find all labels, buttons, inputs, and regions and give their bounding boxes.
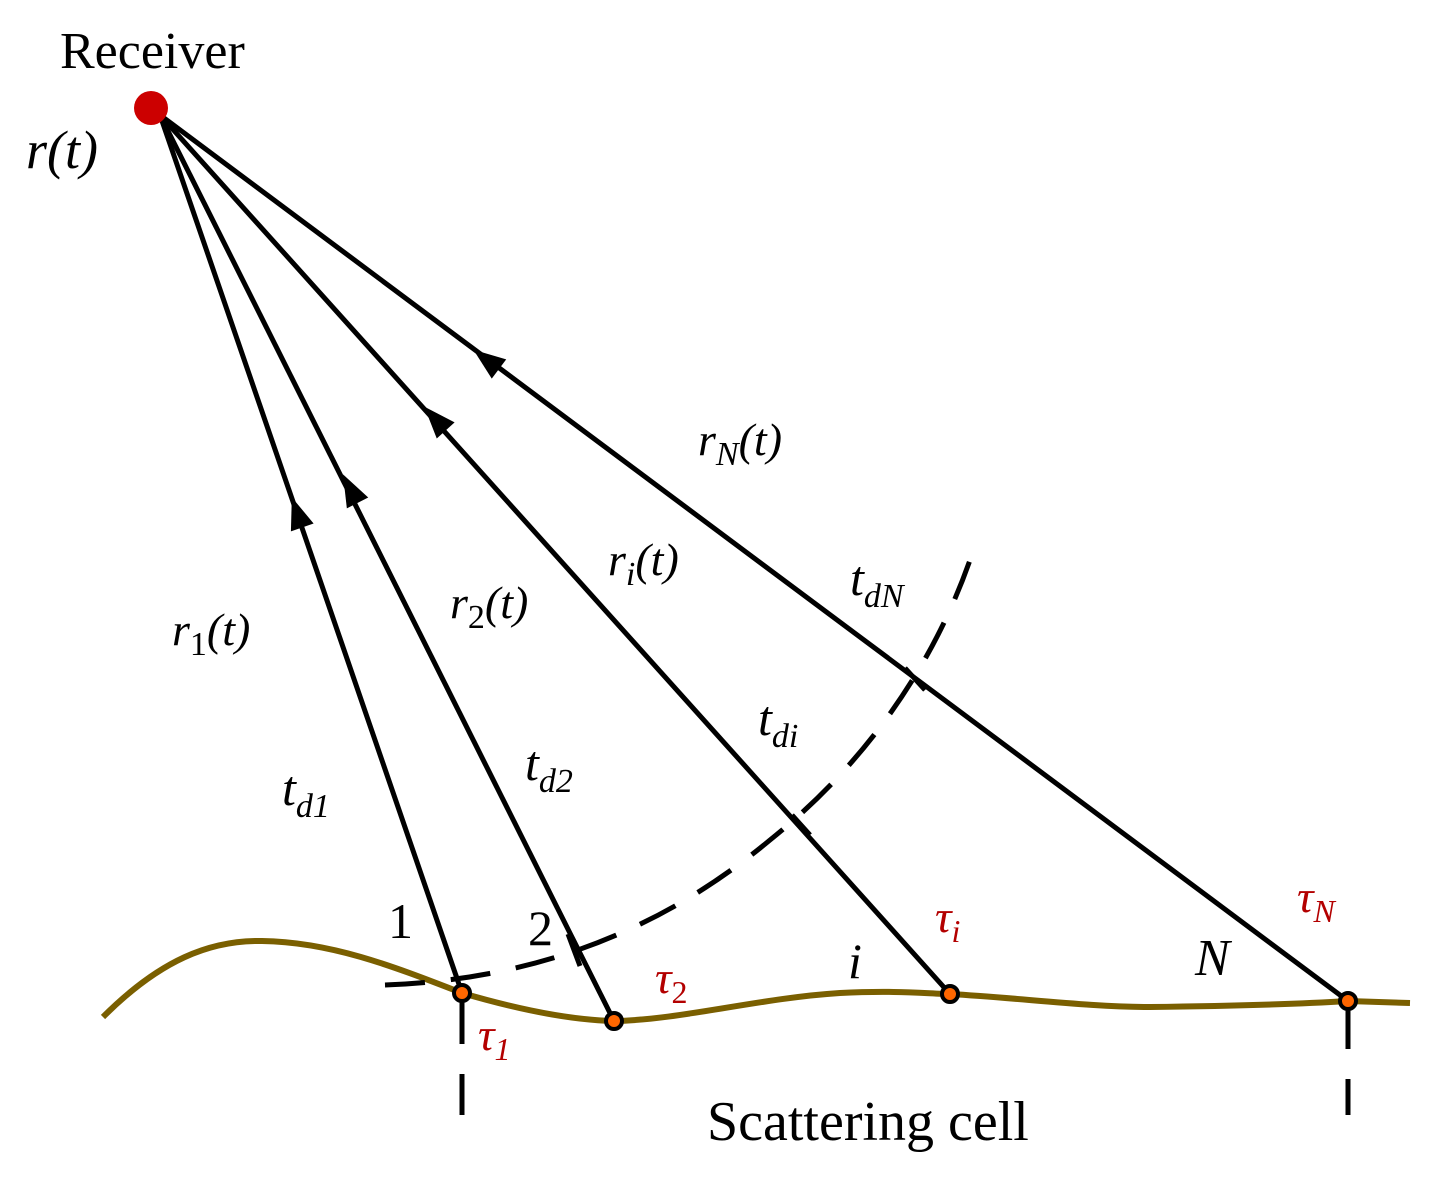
equal-delay-arc — [384, 559, 973, 988]
signal-label-i: ri(t) — [608, 534, 679, 593]
receiver-title: Receiver — [60, 23, 245, 80]
path-index-N: N — [1194, 930, 1233, 987]
path-line-2 — [157, 113, 617, 1023]
scattering-cell-label: Scattering cell — [707, 1091, 1029, 1153]
path-index-1: 1 — [388, 893, 413, 949]
arc-tick-2 — [565, 933, 583, 967]
tau-label-2: τ2 — [655, 952, 687, 1010]
scatter-point-i — [940, 984, 960, 1004]
tau-label-N: τN — [1297, 871, 1336, 929]
scatter-point-N — [1338, 991, 1358, 1011]
delay-label-N: tdN — [850, 550, 906, 615]
signal-label-1: r1(t) — [172, 604, 250, 663]
signal-label-N: rN(t) — [698, 414, 782, 473]
scatter-point-1 — [452, 983, 472, 1003]
path-line-N — [158, 112, 1350, 1004]
arrowhead-i — [424, 406, 455, 439]
scatter-point-2 — [604, 1011, 624, 1031]
path-index-i: i — [848, 933, 862, 989]
receiver-signal: r(t) — [26, 120, 98, 180]
delay-label-i: tdi — [758, 690, 798, 755]
arc-tick-N — [903, 666, 927, 692]
arrowhead-1 — [290, 497, 314, 532]
arrowhead-2 — [343, 474, 369, 509]
signal-label-2: r2(t) — [450, 577, 528, 636]
tau-label-1: τ1 — [478, 1009, 510, 1067]
receiver-dot — [134, 91, 168, 125]
ground-surface — [100, 937, 1411, 1025]
delay-label-2: td2 — [525, 735, 573, 800]
path-line-i — [158, 113, 952, 996]
delay-label-1: td1 — [282, 760, 330, 825]
tau-label-i: τi — [935, 891, 960, 949]
arc-tick-i — [790, 813, 812, 837]
path-index-2: 2 — [528, 900, 553, 956]
path-line-1 — [157, 114, 465, 994]
arrowhead-N — [473, 349, 507, 379]
